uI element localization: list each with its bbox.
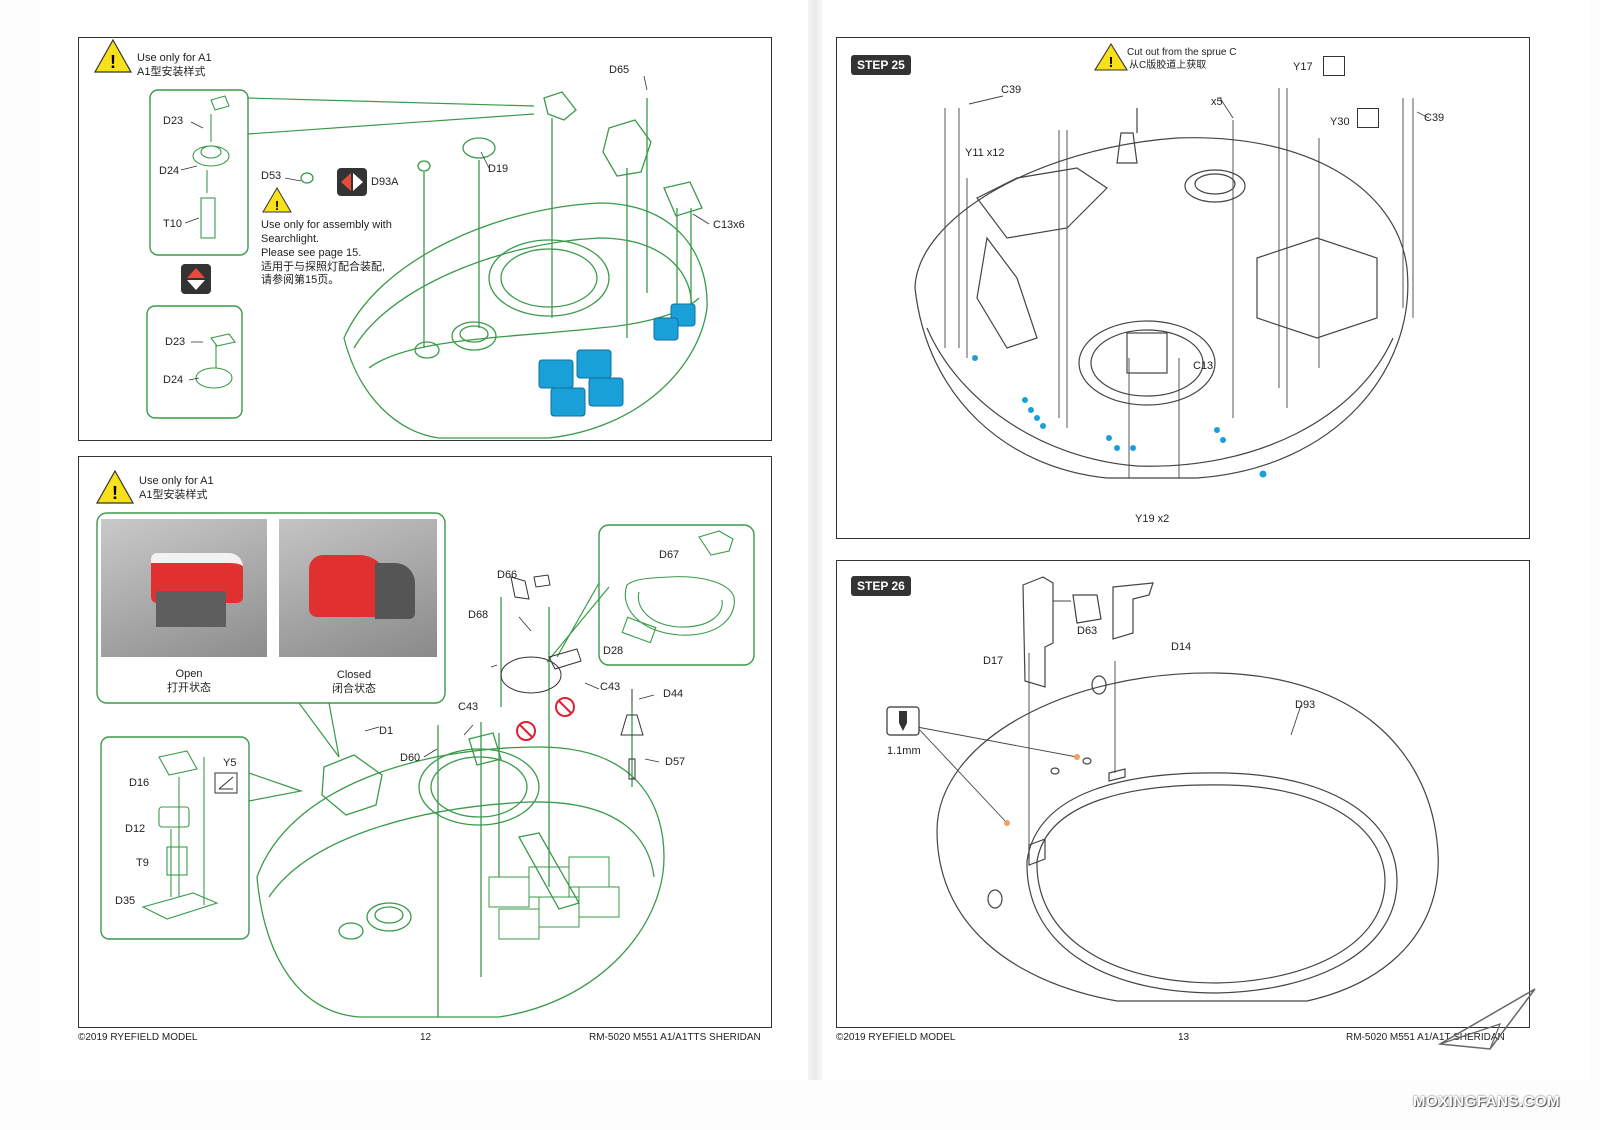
- warning-icon-small: !: [262, 187, 292, 213]
- part-label: C13x6: [713, 219, 745, 231]
- part-label: x5: [1211, 96, 1223, 108]
- part-label: T10: [163, 218, 182, 230]
- turret-diagram-bottom: !: [95, 469, 755, 1018]
- part-label: D93A: [371, 176, 399, 188]
- part-label: Y19 x2: [1135, 513, 1170, 525]
- part-label: Y17: [1293, 61, 1313, 73]
- part-label: D17: [983, 655, 1004, 667]
- part-label: D53: [261, 170, 282, 182]
- part-label: D67: [659, 549, 680, 561]
- assembly-note-line: Use only for assembly with: [261, 219, 392, 231]
- no-glue-icon: [516, 721, 536, 741]
- part-label: D63: [1077, 625, 1098, 637]
- warning-title-cn: A1型安装样式: [139, 489, 208, 501]
- open-label-cn: 打开状态: [167, 682, 211, 694]
- trim-icon: [1357, 108, 1379, 128]
- turret-diagram-top: !: [93, 38, 710, 439]
- drill-size-label: 1.1mm: [887, 745, 921, 757]
- photo-hatch-open: [101, 519, 267, 657]
- paper-plane-logo: [1437, 988, 1536, 1050]
- no-glue-icon-2: [555, 697, 575, 717]
- part-label: D44: [663, 688, 684, 700]
- part-label: D1: [379, 725, 394, 737]
- part-label: D68: [468, 609, 489, 621]
- drill-bit-icon: [886, 706, 920, 736]
- site-watermark: MOXINGFANS.COM: [1412, 1093, 1560, 1110]
- svg-text:!: !: [110, 52, 116, 72]
- part-label: D35: [115, 895, 136, 907]
- left-bottom-panel: !: [78, 456, 772, 1028]
- sprue-note: Cut out from the sprue C: [1127, 47, 1237, 58]
- part-label: C43: [458, 701, 479, 713]
- swap-arrow-icon-2: [337, 168, 367, 196]
- step-badge: STEP 26: [851, 576, 911, 596]
- footer-copyright-left: ©2019 RYEFIELD MODEL: [78, 1032, 198, 1043]
- warning-icon: !: [95, 469, 135, 504]
- swap-arrow-icon: [181, 264, 211, 294]
- part-label: D23: [163, 115, 184, 127]
- left-top-panel: !: [78, 37, 772, 441]
- warning-icon: !: [1094, 42, 1128, 71]
- warning-title: Use only for A1: [139, 475, 214, 487]
- part-label: D60: [400, 752, 421, 764]
- sprue-note-cn: 从C版胶道上获取: [1129, 60, 1207, 71]
- step26-panel: STEP 26: [836, 560, 1530, 1028]
- trim-icon: [1323, 56, 1345, 76]
- part-label: D23: [165, 336, 186, 348]
- step26-diagram: [886, 576, 1439, 1002]
- trim-icon: [214, 772, 238, 794]
- part-label: D65: [609, 64, 630, 76]
- svg-text:!: !: [1109, 54, 1114, 71]
- part-label: D66: [497, 569, 518, 581]
- part-label: D93: [1295, 699, 1316, 711]
- step25-diagram: !: [914, 42, 1430, 479]
- warning-icon: !: [93, 38, 133, 73]
- assembly-note-line: 适用于与探照灯配合装配,: [261, 261, 386, 273]
- assembly-note-line: 请参阅第15页。: [261, 274, 340, 286]
- warning-title: Use only for A1: [137, 52, 212, 64]
- part-label: C43: [600, 681, 621, 693]
- part-label: D24: [159, 165, 180, 177]
- part-label: Y5: [223, 757, 237, 769]
- footer-product-right: RM-5020 M551 A1/A1T SHERIDAN: [1346, 1032, 1505, 1043]
- open-label: Open: [175, 668, 203, 680]
- closed-label: Closed: [336, 669, 372, 681]
- footer-page-number-left: 12: [420, 1032, 432, 1043]
- part-label: Y30: [1330, 116, 1350, 128]
- svg-text:!: !: [112, 483, 118, 503]
- part-label: D28: [603, 645, 624, 657]
- part-label: D24: [163, 374, 184, 386]
- hatch-shadow: [375, 563, 415, 619]
- warning-title-cn: A1型安装样式: [137, 66, 206, 78]
- part-label: D12: [125, 823, 146, 835]
- part-label: Y11 x12: [965, 147, 1005, 159]
- part-label: C39: [1424, 112, 1445, 124]
- closed-label-cn: 闭合状态: [332, 683, 376, 695]
- footer-product-left: RM-5020 M551 A1/A1TTS SHERIDAN: [589, 1032, 761, 1043]
- photo-hatch-closed: [279, 519, 437, 657]
- step-badge: STEP 25: [851, 55, 911, 75]
- part-label: T9: [136, 857, 149, 869]
- part-label: C39: [1001, 84, 1022, 96]
- footer-copyright-right: ©2019 RYEFIELD MODEL: [836, 1032, 956, 1043]
- part-label: D16: [129, 777, 150, 789]
- part-label: D19: [488, 163, 509, 175]
- assembly-note-line: Please see page 15.: [261, 247, 362, 259]
- binding-gutter: [808, 0, 822, 1080]
- part-label: C13: [1193, 360, 1214, 372]
- part-label: D14: [1171, 641, 1192, 653]
- hatch-block: [156, 591, 226, 627]
- step25-panel: STEP 25 !: [836, 37, 1530, 539]
- svg-text:!: !: [275, 198, 279, 213]
- part-label: D57: [665, 756, 686, 768]
- assembly-note-line: Searchlight.: [261, 233, 320, 245]
- footer-page-number-right: 13: [1178, 1032, 1190, 1043]
